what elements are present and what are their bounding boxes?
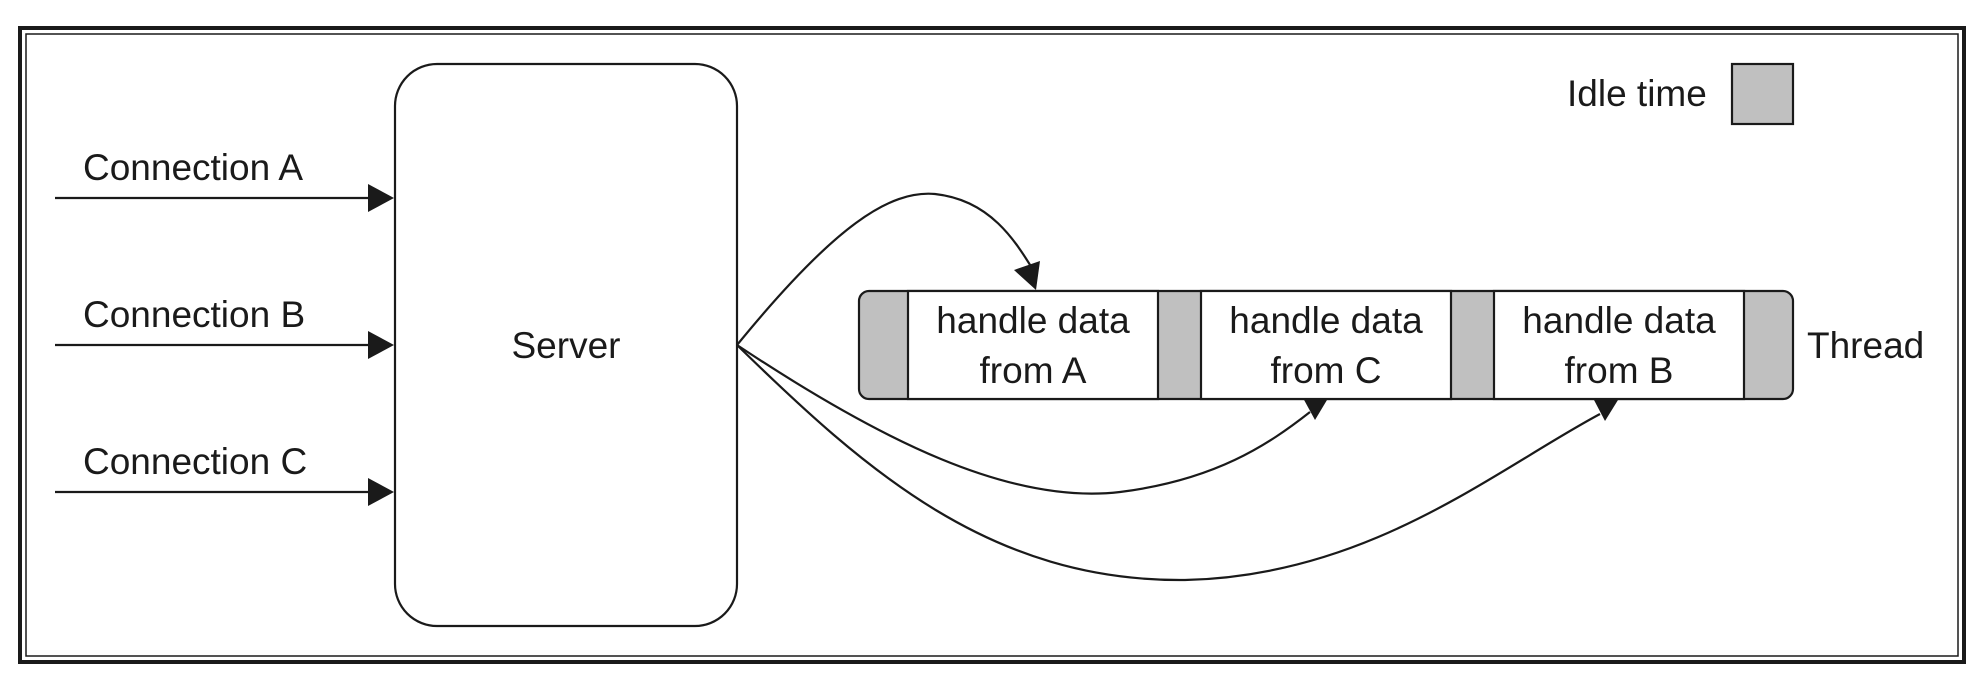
connection-c: Connection C (55, 441, 394, 506)
thread-label: Thread (1807, 325, 1924, 366)
server: Server (393, 62, 739, 628)
thread-segment-c (1199, 289, 1453, 401)
thread-segment-a (906, 289, 1160, 401)
connection-a-label: Connection A (83, 147, 303, 188)
dispatch-arrow-c (736, 344, 1311, 495)
dispatch-arrowhead-c (1303, 398, 1327, 420)
dispatch-arrowhead-a (1014, 261, 1040, 290)
server-label: Server (512, 325, 621, 366)
legend-idle-swatch (1730, 62, 1795, 126)
legend: Idle time (1567, 62, 1795, 126)
connection-a-arrowhead (368, 184, 394, 212)
segment-b-line2: from B (1565, 350, 1674, 391)
thread-bar: handle data from A handle data from C ha… (857, 289, 1924, 401)
dispatch-arrows (736, 192, 1618, 582)
dispatch-arrowhead-b (1594, 400, 1618, 421)
connection-b-label: Connection B (83, 294, 305, 335)
segment-c-line2: from C (1271, 350, 1382, 391)
connection-b-arrowhead (368, 331, 394, 359)
segment-a-line1: handle data (936, 300, 1130, 341)
connection-b: Connection B (55, 294, 394, 359)
thread-segment-b (1492, 289, 1746, 401)
connection-c-arrowhead (368, 478, 394, 506)
dispatch-arrow-a (736, 192, 1036, 346)
outer-frame (18, 26, 1966, 664)
inner-frame (25, 33, 1959, 657)
connection-c-label: Connection C (83, 441, 307, 482)
segment-b-line1: handle data (1522, 300, 1716, 341)
segment-c-line1: handle data (1229, 300, 1423, 341)
dispatch-arrow-b (736, 344, 1601, 582)
legend-label: Idle time (1567, 73, 1707, 114)
segment-a-line2: from A (980, 350, 1087, 391)
connection-a: Connection A (55, 147, 394, 212)
